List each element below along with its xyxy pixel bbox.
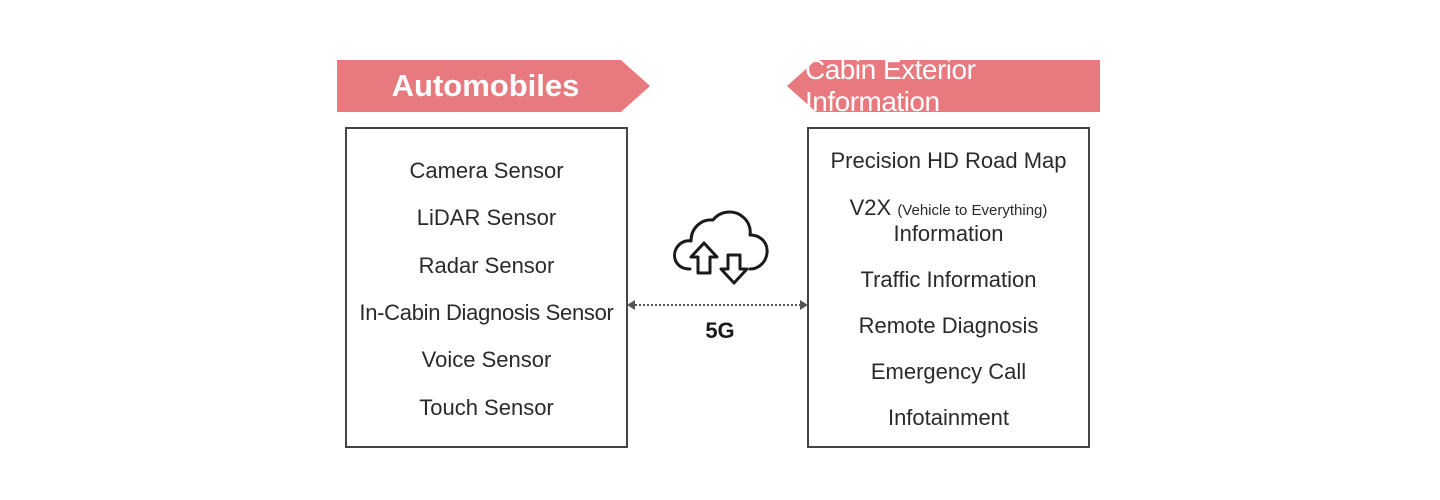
sensor-item-voice: Voice Sensor (421, 347, 552, 372)
sensor-item-lidar: LiDAR Sensor (416, 205, 557, 230)
info-item-v2x-information: Information (893, 221, 1004, 246)
cabin-exterior-banner: Cabin Exterior Information (787, 60, 1100, 112)
automobiles-banner: Automobiles (337, 60, 650, 112)
sensor-item-in-cabin-diagnosis: In-Cabin Diagnosis Sensor (359, 300, 614, 325)
v2x-label: V2X (849, 195, 892, 220)
v2x-note: (Vehicle to Everything) (897, 202, 1048, 219)
info-item-infotainment: Infotainment (887, 405, 1010, 430)
automobiles-sensor-box: Camera Sensor LiDAR Sensor Radar Sensor … (345, 127, 628, 448)
cabin-exterior-info-box: Precision HD Road Map V2X (Vehicle to Ev… (807, 127, 1090, 448)
sensor-item-camera: Camera Sensor (409, 158, 564, 183)
automobiles-title: Automobiles (391, 68, 580, 103)
connection-arrow-right-icon (800, 300, 808, 310)
cabin-exterior-title: Cabin Exterior Information (805, 54, 976, 117)
info-item-emergency-call: Emergency Call (870, 359, 1027, 384)
info-item-remote-diagnosis: Remote Diagnosis (858, 313, 1039, 338)
5g-label: 5G (705, 318, 735, 343)
info-item-traffic: Traffic Information (860, 267, 1037, 292)
cloud-upload-download-icon (668, 203, 772, 300)
info-item-v2x: V2X (Vehicle to Everything) (809, 195, 1088, 224)
sensor-item-radar: Radar Sensor (418, 253, 555, 278)
sensor-item-touch: Touch Sensor (419, 395, 554, 420)
5g-connection-line (632, 304, 804, 306)
connection-arrow-left-icon (627, 300, 635, 310)
info-item-hd-road-map: Precision HD Road Map (830, 148, 1067, 173)
